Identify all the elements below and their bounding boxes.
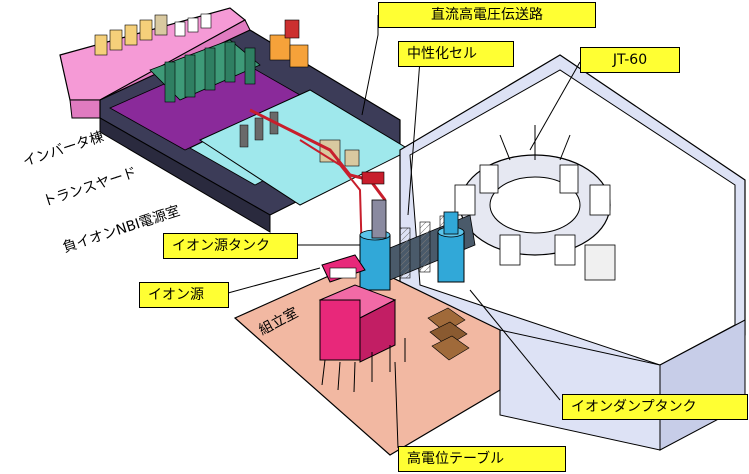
ion-source (321, 254, 366, 283)
callout-hv-line: 直流高電圧伝送路 (378, 2, 596, 28)
leader-lines (227, 15, 581, 449)
callout-ion-tank: イオン源タンク (163, 233, 298, 259)
jt60-tokamak (454, 125, 616, 281)
hv-transmission-line (249, 108, 387, 261)
callout-jt60: JT-60 (580, 47, 680, 73)
callout-ion-source: イオン源 (139, 282, 229, 308)
callout-dump-tank: イオンダンプタンク (562, 394, 748, 420)
ion-source-tank (359, 199, 391, 291)
callout-neutralizer: 中性化セル (398, 41, 514, 67)
hv-table (318, 284, 406, 393)
callout-hv-table: 高電位テーブル (398, 446, 566, 472)
ion-dump-tank (437, 211, 465, 283)
power-equipment (149, 19, 309, 174)
